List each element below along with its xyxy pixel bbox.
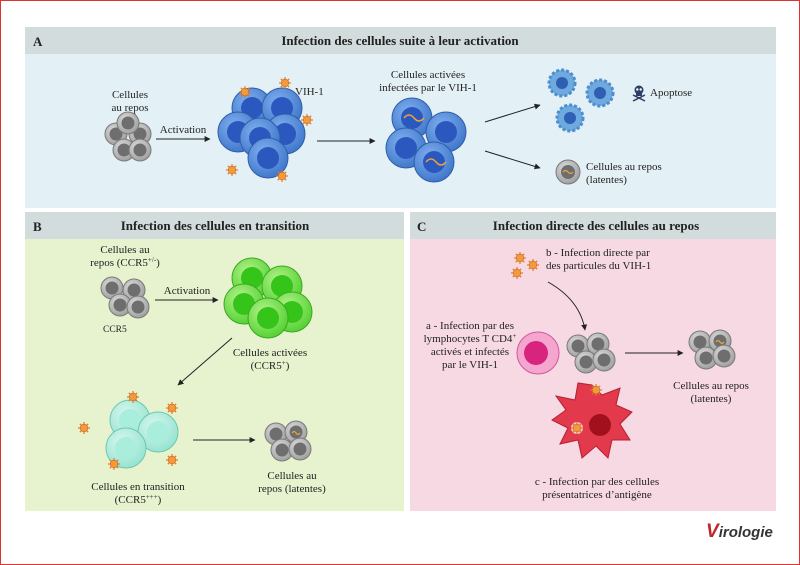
latent-label-a-2: (latentes) [586,174,627,186]
ccr5-label: CCR5 [103,325,127,335]
cd4-infection-label-3: activés et infectés [431,346,509,358]
latent-label-b-1: Cellules au [267,470,317,482]
panel-b-letter: B [33,219,42,234]
latent-label-a-1: Cellules au repos [586,161,662,173]
dendritic-cell [551,382,633,459]
panel-a-title: Infection des cellules suite à leur acti… [281,33,519,48]
latent-label-c-1: Cellules au repos [673,380,749,392]
resting-ccr5-label-1: Cellules au [100,244,150,256]
panel-b-title: Infection des cellules en transition [121,218,310,233]
activation-label-a: Activation [160,124,207,136]
virus-label-a: VIH-1 [295,86,324,98]
apc-infection-label-2: présentatrices d’antigène [542,489,652,501]
infected-cell-cluster [385,97,467,183]
panel-b: B Infection des cellules en transition C… [25,212,404,511]
panel-b-body [25,239,404,511]
transition-arrow [177,337,233,386]
cd4-infection-label-2: lymphocytes T CD4+ [424,332,517,345]
direct-infection-label-1: b - Infection directe par [546,247,650,259]
resting-cells-label-1: Cellules [112,89,148,101]
panel-c: C Infection directe des cellules au repo… [410,212,776,511]
transition-label-2: (CCR5+++) [115,493,162,506]
apoptotic-cells [547,68,615,133]
activation-label-b: Activation [164,285,211,297]
latent-cell-cluster-c [688,329,736,370]
panel-a-header [25,27,776,54]
panel-c-body [410,239,776,511]
panel-a-letter: A [33,34,43,49]
panel-a: A Infection des cellules suite à leur ac… [25,27,776,208]
activated-infected-label-1: Cellules activées [391,69,465,81]
activated-ccr5-label-1: Cellules activées [233,347,307,359]
latent-label-c-2: (latentes) [691,393,732,405]
activated-infected-label-2: infectées par le VIH-1 [379,82,477,94]
virologie-logo: Virologie [706,521,773,542]
panel-c-title: Infection directe des cellules au repos [493,218,699,233]
cd4-infection-label-1: a - Infection par des [426,320,514,332]
latency-arrow-a [484,150,541,170]
cd4-lymphocyte-cell [516,331,560,375]
transition-label-1: Cellules en transition [91,481,185,493]
resting-cells-label-2: au repos [112,102,149,114]
direct-infection-label-2: des particules du VIH-1 [546,260,651,272]
skull-icon [632,85,646,102]
apoptosis-label: Apoptose [650,87,692,99]
resting-ccr5-label-2: repos (CCR5+/-) [90,256,160,269]
apc-infection-label-1: c - Infection par des cellules [535,476,659,488]
panel-c-header [410,212,776,239]
direct-infection-arrow [547,281,588,331]
apoptosis-arrow [484,103,541,123]
latent-cell-a [555,159,581,185]
panel-c-letter: C [417,219,426,234]
cd4-infection-label-4: par le VIH-1 [442,359,498,371]
latent-cell-cluster-b [264,420,312,462]
panel-b-header [25,212,404,239]
latent-label-b-2: repos (latentes) [258,483,326,495]
activated-ccr5-label-2: (CCR5+) [251,359,290,372]
